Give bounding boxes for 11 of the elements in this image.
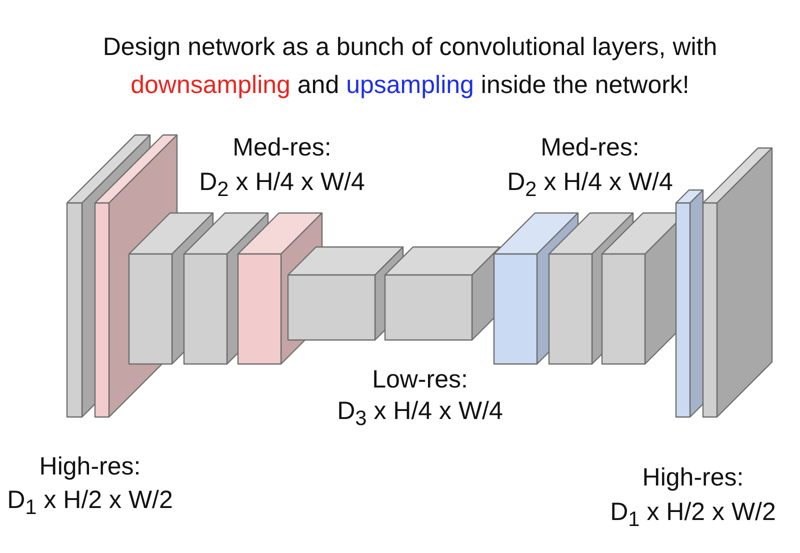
title-text: Design network as a bunch of convolutional layers, with downsampling and upsampling inside the network! xyxy=(102,32,718,101)
resolution-label: High-res: xyxy=(39,452,141,482)
resolution-label: Low-res: xyxy=(372,366,468,394)
dimension-label: D$_{1}$ x H/2 x W/2 xyxy=(610,498,776,532)
resolution-label: High-res: xyxy=(642,464,744,492)
dimension-label: D$_{3}$ x H/4 x W/4 xyxy=(337,397,503,431)
resolution-label: Med-res: xyxy=(540,134,640,162)
dimension-label: D$_{2}$ x H/4 x W/4 xyxy=(199,168,365,202)
dimension-label: D$_{2}$ x H/4 x W/4 xyxy=(507,168,673,202)
resolution-label: Med-res: xyxy=(232,134,332,162)
dimension-label: D$_{1}$ x H/2 x W/2 xyxy=(7,486,173,520)
